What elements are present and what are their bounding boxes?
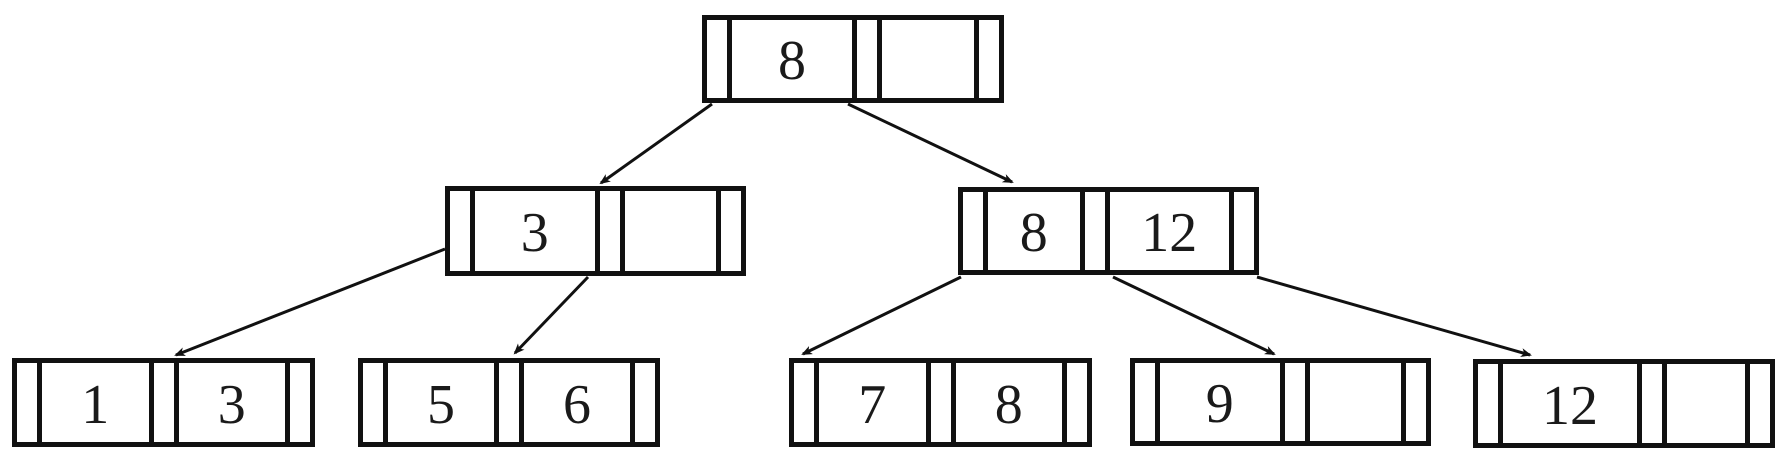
btree-node-leaf-1-3: 1 3 — [12, 358, 315, 447]
btree-node-leaf-12: 12 — [1473, 359, 1775, 448]
pointer-slot — [630, 363, 655, 442]
pointer-slot — [1637, 364, 1662, 443]
key-cell: 1 — [37, 363, 149, 442]
btree-node-leaf-9: 9 — [1130, 358, 1431, 446]
pointer-slot — [1062, 363, 1087, 442]
key-value: 12 — [1542, 374, 1598, 437]
key-cell: 3 — [173, 363, 286, 442]
pointer-slot — [707, 20, 727, 98]
key-value: 3 — [520, 202, 549, 264]
key-cell — [877, 20, 974, 98]
tree-edge-root-to-n8-12 — [847, 102, 1014, 184]
pointer-slot — [494, 363, 519, 442]
tree-edge-n8-12-to-leaf-7-8 — [801, 275, 962, 356]
key-cell: 9 — [1155, 363, 1280, 441]
btree-node-leaf-5-6: 5 6 — [358, 358, 660, 447]
pointer-slot — [450, 191, 470, 271]
key-cell — [619, 191, 717, 271]
tree-edge-n3-to-leaf-5-6 — [513, 275, 590, 355]
pointer-slot — [716, 191, 741, 271]
pointer-slot — [594, 191, 620, 271]
btree-node-root: 8 — [702, 15, 1004, 103]
key-value: 8 — [778, 30, 806, 92]
pointer-slot — [1279, 363, 1305, 441]
tree-edge-n8-12-to-leaf-12 — [1256, 275, 1532, 357]
pointer-slot — [148, 363, 174, 442]
btree-node-n8-12: 8 12 — [958, 187, 1259, 275]
key-cell — [1662, 364, 1745, 443]
key-cell: 12 — [1104, 192, 1230, 270]
key-cell: 8 — [950, 363, 1063, 442]
key-value: 6 — [563, 373, 591, 436]
pointer-slot — [974, 20, 999, 98]
pointer-slot — [363, 363, 383, 442]
key-value: 12 — [1141, 202, 1198, 264]
pointer-slot — [1478, 364, 1498, 443]
pointer-slot — [285, 363, 310, 442]
key-value: 8 — [994, 373, 1023, 436]
pointer-slot — [852, 20, 877, 98]
pointer-slot — [925, 363, 951, 442]
btree-node-n3: 3 — [445, 186, 746, 276]
key-cell: 12 — [1498, 364, 1637, 443]
key-cell: 7 — [814, 363, 926, 442]
pointer-slot — [963, 192, 983, 270]
key-value: 9 — [1205, 373, 1234, 435]
key-value: 5 — [427, 373, 455, 436]
key-value: 7 — [858, 373, 887, 436]
pointer-slot — [1745, 364, 1770, 443]
btree-node-leaf-7-8: 7 8 — [789, 358, 1092, 447]
tree-edge-n8-12-to-leaf-9 — [1112, 275, 1276, 356]
key-cell: 3 — [470, 191, 595, 271]
key-cell — [1304, 363, 1402, 441]
pointer-slot — [794, 363, 814, 442]
tree-edge-n3-to-leaf-1-3 — [174, 247, 446, 357]
pointer-slot — [1135, 363, 1155, 441]
key-cell: 8 — [727, 20, 852, 98]
pointer-slot — [17, 363, 37, 442]
key-cell: 5 — [383, 363, 494, 442]
tree-edge-root-to-n3 — [599, 102, 713, 185]
key-value: 3 — [217, 373, 246, 436]
pointer-slot — [1229, 192, 1254, 270]
key-cell: 8 — [983, 192, 1080, 270]
pointer-slot — [1079, 192, 1105, 270]
key-cell: 6 — [519, 363, 630, 442]
key-value: 1 — [81, 373, 110, 436]
pointer-slot — [1401, 363, 1426, 441]
key-value: 8 — [1019, 202, 1048, 264]
